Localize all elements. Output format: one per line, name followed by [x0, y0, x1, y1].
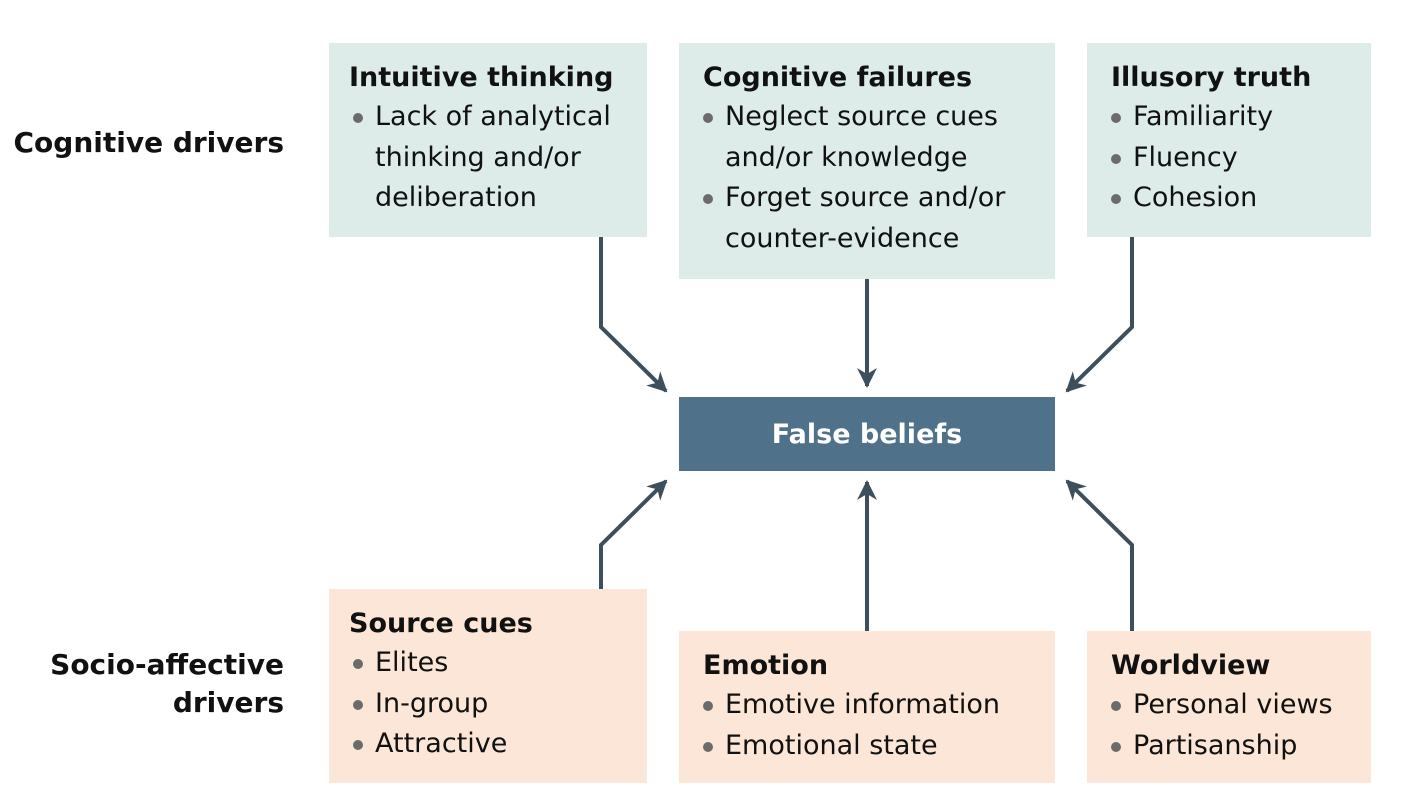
box-title: Cognitive failures [703, 62, 973, 93]
illusory-truth-box: Illusory truth Familiarity Fluency Cohes… [1087, 43, 1371, 237]
box-title: Source cues [349, 608, 533, 639]
cognitive-failures-box: Cognitive failures Neglect source cues a… [679, 43, 1055, 279]
false-beliefs-node: False beliefs [679, 397, 1055, 471]
bullet-item: Partisanship [1107, 726, 1357, 767]
arrow-worldview-to-beliefs [1065, 479, 1134, 631]
arrow-intuitive-to-beliefs [599, 237, 668, 393]
cognitive-drivers-label: Cognitive drivers [13, 126, 285, 159]
bullet-item: Forget source and/or counter-evidence [699, 178, 1045, 259]
socio-label-line2: drivers [172, 686, 284, 719]
worldview-box: Worldview Personal views Partisanship [1087, 631, 1371, 783]
bullet-item: Fluency [1107, 138, 1357, 179]
box-title: Intuitive thinking [349, 62, 614, 93]
socio-label-line1: Socio-affective [50, 648, 284, 681]
bullet-item: Elites [349, 643, 633, 684]
box-title: Worldview [1111, 650, 1271, 681]
bullet-item: Lack of analytical thinking and/or delib… [349, 97, 625, 219]
bullet-item: Familiarity [1107, 97, 1357, 138]
source-cues-box: Source cues Elites In-group Attractive [329, 589, 647, 783]
bullet-item: In-group [349, 684, 633, 725]
bullet-item: Emotive information [699, 685, 1041, 726]
false-beliefs-label: False beliefs [771, 418, 963, 450]
box-title: Illusory truth [1111, 62, 1312, 93]
intuitive-thinking-box: Intuitive thinking Lack of analytical th… [329, 43, 647, 237]
bullet-item: Neglect source cues and/or knowledge [699, 97, 1035, 178]
socio-affective-drivers-label: Socio-affective drivers [0, 646, 284, 722]
bullet-item: Emotional state [699, 726, 1041, 767]
arrow-illusory-to-beliefs [1065, 237, 1134, 393]
box-title: Emotion [703, 650, 829, 681]
bullet-item: Attractive [349, 724, 633, 765]
bullet-item: Cohesion [1107, 178, 1357, 219]
bullet-item: Personal views [1107, 685, 1357, 726]
arrow-source-cues-to-beliefs [599, 479, 668, 589]
emotion-box: Emotion Emotive information Emotional st… [679, 631, 1055, 783]
